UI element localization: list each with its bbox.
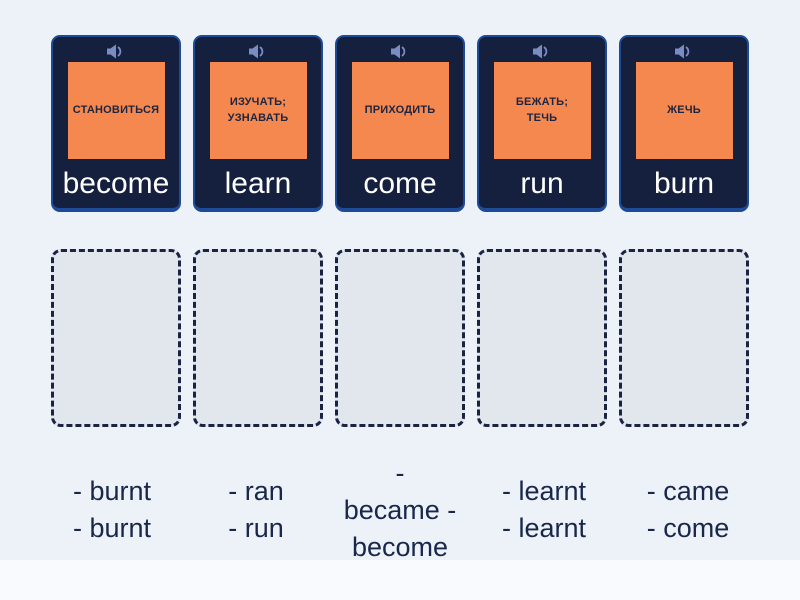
word-card-run[interactable]: БЕЖАТЬ; ТЕЧЬ run bbox=[477, 35, 607, 212]
answers-row: - burnt - burnt - ran - run - became - b… bbox=[0, 455, 800, 566]
english-word: become bbox=[62, 166, 170, 200]
russian-prompt-tile: ИЗУЧАТЬ; УЗНАВАТЬ bbox=[209, 62, 307, 159]
drop-zones-row bbox=[0, 249, 800, 427]
russian-prompt: БЕЖАТЬ; ТЕЧЬ bbox=[515, 96, 569, 124]
russian-prompt-tile: ПРИХОДИТЬ bbox=[351, 62, 449, 159]
drop-zone-4[interactable] bbox=[477, 249, 607, 427]
russian-prompt: СТАНОВИТЬСЯ bbox=[72, 103, 160, 116]
word-card-come[interactable]: ПРИХОДИТЬ come bbox=[335, 35, 465, 212]
russian-prompt: ИЗУЧАТЬ; УЗНАВАТЬ bbox=[227, 96, 289, 124]
word-card-become[interactable]: СТАНОВИТЬСЯ become bbox=[51, 35, 181, 212]
english-word: run bbox=[520, 166, 564, 200]
word-card-learn[interactable]: ИЗУЧАТЬ; УЗНАВАТЬ learn bbox=[193, 35, 323, 212]
answer-option-ran-run[interactable]: - ran - run bbox=[228, 476, 284, 544]
speaker-icon[interactable] bbox=[532, 43, 552, 59]
russian-prompt-tile: БЕЖАТЬ; ТЕЧЬ bbox=[493, 62, 591, 159]
speaker-icon[interactable] bbox=[674, 43, 694, 59]
answer-option-came-come[interactable]: - came - come bbox=[646, 476, 730, 544]
source-cards-row: СТАНОВИТЬСЯ become ИЗУЧАТЬ; УЗНАВАТЬ lea… bbox=[0, 0, 800, 212]
english-word: learn bbox=[224, 166, 292, 200]
russian-prompt-tile: ЖЕЧЬ bbox=[635, 62, 733, 159]
speaker-icon[interactable] bbox=[106, 43, 126, 59]
speaker-icon[interactable] bbox=[390, 43, 410, 59]
speaker-icon[interactable] bbox=[248, 43, 268, 59]
answer-option-became-become[interactable]: - became - become bbox=[343, 458, 457, 562]
drop-zone-3[interactable] bbox=[335, 249, 465, 427]
answer-option-burnt[interactable]: - burnt - burnt bbox=[72, 476, 152, 544]
russian-prompt: ЖЕЧЬ bbox=[667, 103, 701, 116]
footer-band bbox=[0, 560, 800, 600]
drop-zone-2[interactable] bbox=[193, 249, 323, 427]
english-word: burn bbox=[653, 166, 715, 200]
english-word: come bbox=[363, 166, 437, 200]
word-card-burn[interactable]: ЖЕЧЬ burn bbox=[619, 35, 749, 212]
answer-option-learnt[interactable]: - learnt - learnt bbox=[501, 476, 587, 544]
drop-zone-5[interactable] bbox=[619, 249, 749, 427]
russian-prompt-tile: СТАНОВИТЬСЯ bbox=[67, 62, 165, 159]
russian-prompt: ПРИХОДИТЬ bbox=[364, 103, 436, 116]
drop-zone-1[interactable] bbox=[51, 249, 181, 427]
